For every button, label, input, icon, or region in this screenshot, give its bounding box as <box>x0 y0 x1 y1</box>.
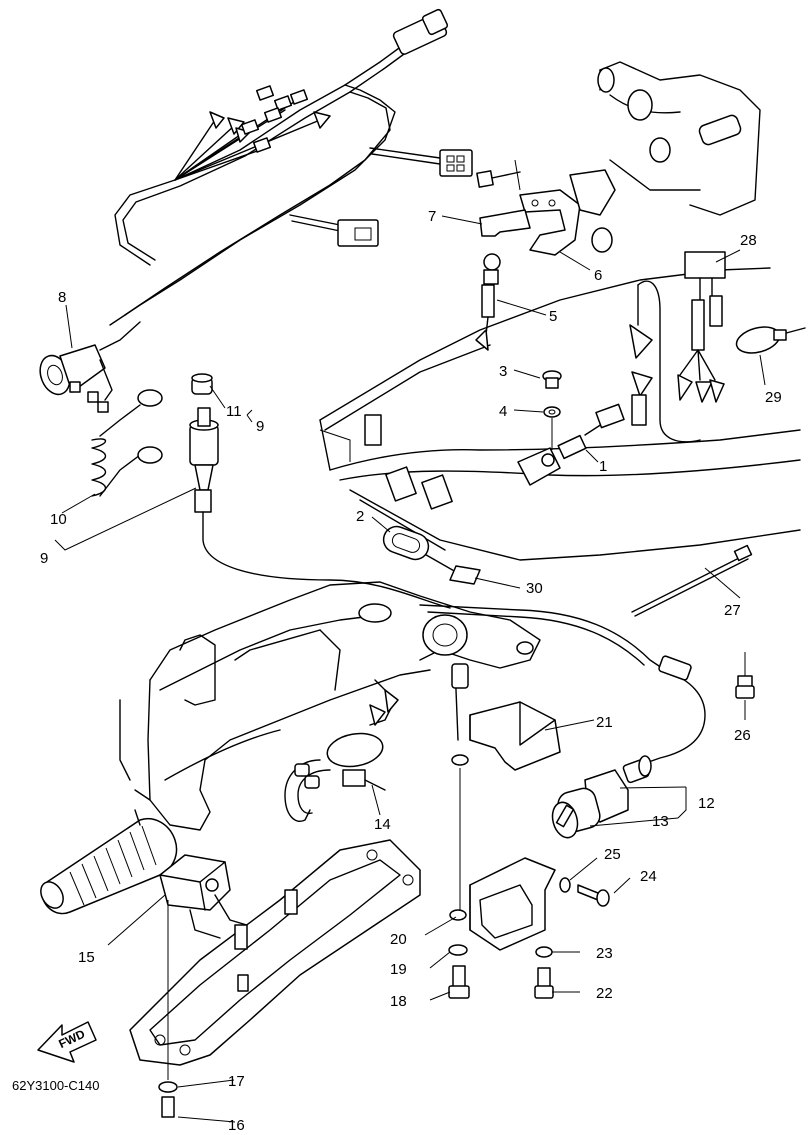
part-4-washer <box>543 406 561 418</box>
part-20-holder <box>449 768 556 951</box>
part-10-lanyard <box>91 389 163 497</box>
callout-14: 14 <box>374 816 391 833</box>
tiller-handle <box>40 581 541 915</box>
six-pin-connector <box>439 149 473 177</box>
tiller-wire <box>419 604 706 766</box>
part-12-main-switch <box>551 755 652 839</box>
wire-harness <box>109 8 473 326</box>
engine-bracket-top-right <box>597 61 761 216</box>
callout-10: 10 <box>50 511 67 528</box>
two-pin-connector <box>337 219 379 247</box>
part-6-bracket <box>476 159 616 256</box>
callout-22: 22 <box>596 985 613 1002</box>
part-17-washer <box>158 1081 178 1093</box>
part-5-lead <box>475 253 501 351</box>
part-28-connector <box>629 251 726 443</box>
callout-4: 4 <box>499 403 507 420</box>
part-23-washer <box>535 946 553 958</box>
part-30-label <box>449 565 481 585</box>
part-18-bolt <box>448 965 470 999</box>
callout-2: 2 <box>356 508 364 525</box>
callout-13: 13 <box>652 813 669 830</box>
callout-26: 26 <box>734 727 751 744</box>
figure-reference-code: 62Y3100-C140 <box>12 1078 99 1093</box>
callout-21: 21 <box>596 714 613 731</box>
callout-20: 20 <box>390 931 407 948</box>
part-22-bolt <box>534 967 554 999</box>
part-8-socket <box>39 321 141 413</box>
part-25-washer <box>559 877 571 893</box>
part-9-stop-switch <box>189 407 451 609</box>
tiller-pivot-hole <box>358 603 392 623</box>
callout-labels: 1 2 3 4 5 6 7 8 9 9 10 11 12 13 14 15 16… <box>40 208 782 1134</box>
callout-15: 15 <box>78 949 95 966</box>
callout-23: 23 <box>596 945 613 962</box>
fwd-arrow: FWD <box>37 1021 97 1063</box>
callout-25: 25 <box>604 846 621 863</box>
part-7-clip <box>479 209 531 237</box>
callout-8: 8 <box>58 289 66 306</box>
callout-28: 28 <box>740 232 757 249</box>
callout-17: 17 <box>228 1073 245 1090</box>
part-16-screw <box>161 1096 175 1118</box>
callout-9: 9 <box>40 550 48 567</box>
part-11-cap <box>191 373 213 395</box>
part-1-sensor <box>517 403 625 486</box>
part-27-cable-tie <box>631 544 753 617</box>
part-29-tie-strap <box>735 326 806 354</box>
callout-6: 6 <box>594 267 602 284</box>
leader-lines <box>54 215 766 1123</box>
callout-24: 24 <box>640 868 657 885</box>
part-2-grommet <box>382 525 430 561</box>
callout-18: 18 <box>390 993 407 1010</box>
part-14-clamp <box>284 732 386 822</box>
wire-clamp <box>658 655 692 681</box>
callout-5: 5 <box>549 308 557 325</box>
callout-12: 12 <box>698 795 715 812</box>
callout-29: 29 <box>765 389 782 406</box>
part-19-washer <box>448 944 468 956</box>
callout-3: 3 <box>499 363 507 380</box>
callout-11: 11 <box>226 403 242 420</box>
callout-19: 19 <box>390 961 407 978</box>
part-24-screw <box>577 884 610 907</box>
part-3-screw <box>542 370 562 389</box>
callout-1: 1 <box>599 458 607 475</box>
callout-27: 27 <box>724 602 741 619</box>
callout-7: 7 <box>428 208 436 225</box>
callout-30: 30 <box>526 580 543 597</box>
callout-9-ref: 9 <box>256 418 264 435</box>
part-21-cover <box>451 663 561 771</box>
part-26-bolt <box>735 652 755 699</box>
callout-16: 16 <box>228 1117 245 1134</box>
